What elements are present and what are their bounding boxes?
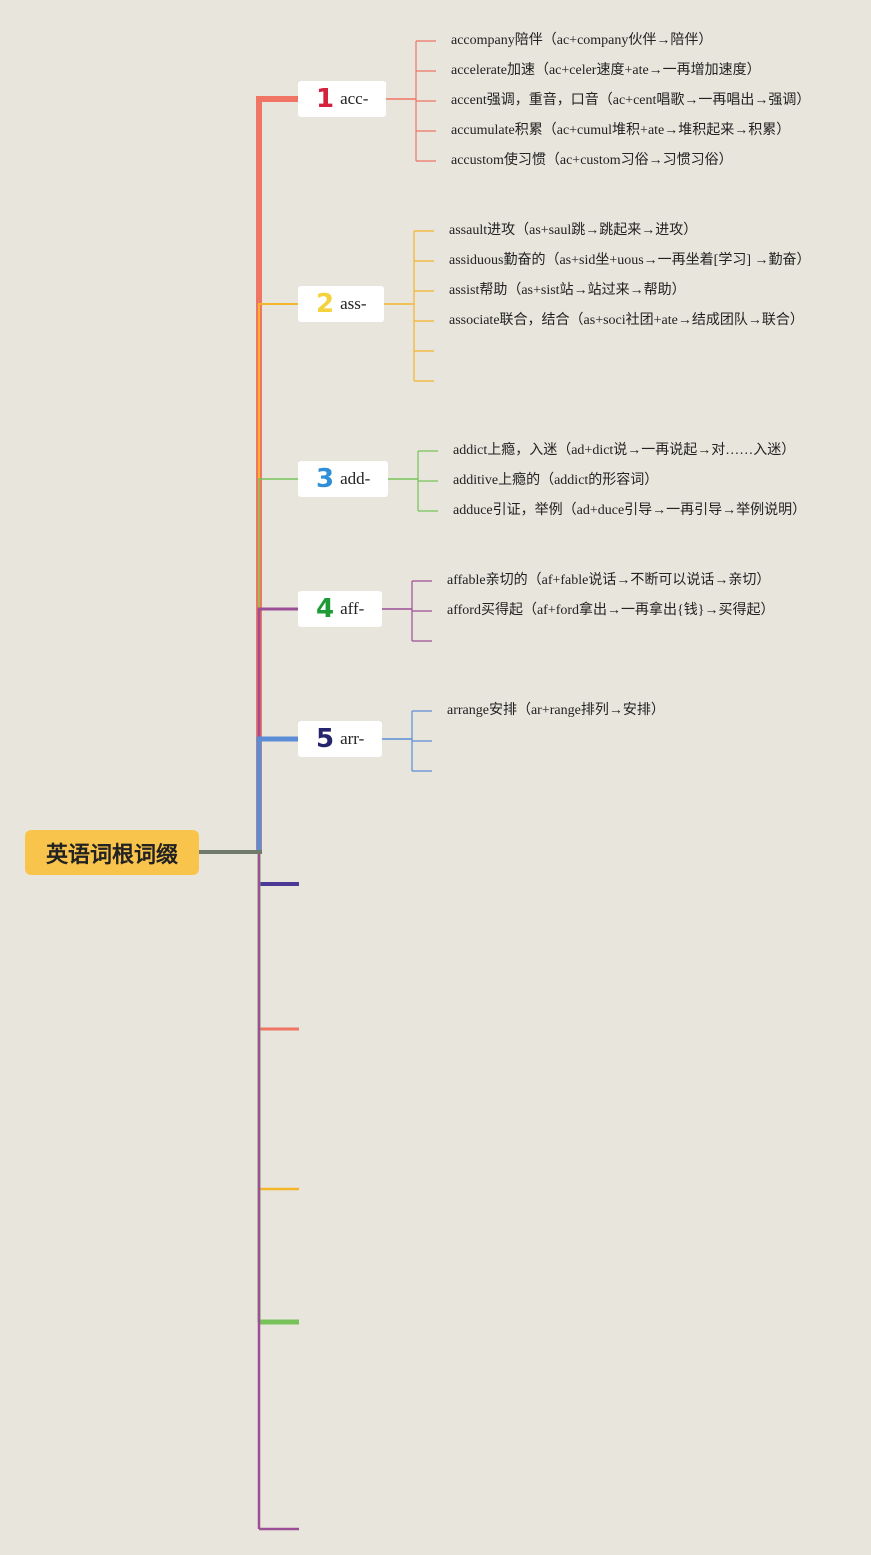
branch-node-acc[interactable]: 1 acc- — [298, 81, 386, 117]
leaf-item[interactable]: additive上瘾的（addict的形容词） — [453, 473, 659, 488]
branch-node-arr[interactable]: 5 arr- — [298, 721, 382, 757]
branch-label: arr- — [340, 729, 365, 748]
leaf-item[interactable]: arrange安排（ar+range排列→安排） — [447, 703, 665, 718]
leaf-item[interactable]: affable亲切的（af+fable说话→不断可以说话→亲切） — [447, 573, 771, 588]
root-topic-label: 英语词根词缀 — [45, 842, 178, 868]
branch-label: ass- — [340, 294, 367, 313]
branch-label: acc- — [340, 89, 369, 108]
branch-number: 3 — [316, 464, 335, 494]
leaf-item[interactable]: accelerate加速（ac+celer速度+ate→一再增加速度） — [451, 63, 761, 78]
branch-number: 1 — [316, 84, 335, 114]
leaf-item[interactable]: afford买得起（af+ford拿出→一再拿出{钱}→买得起） — [447, 603, 775, 618]
branch-number: 5 — [316, 724, 335, 754]
leaf-item[interactable]: accumulate积累（ac+cumul堆积+ate→堆积起来→积累） — [451, 123, 791, 138]
branch-number: 2 — [316, 289, 335, 319]
branch-label: add- — [340, 469, 371, 488]
branch-node-aff[interactable]: 4 aff- — [298, 591, 382, 627]
leaf-item[interactable]: assault进攻（as+saul跳→跳起来→进攻） — [449, 223, 698, 238]
branch-label: aff- — [340, 599, 365, 618]
branch-node-ass[interactable]: 2 ass- — [298, 286, 384, 322]
leaf-item[interactable]: associate联合，结合（as+soci社团+ate→结成团队→联合） — [449, 313, 804, 328]
leaf-item[interactable]: addict上瘾，入迷（ad+dict说→一再说起→对……入迷） — [453, 443, 796, 458]
leaf-item[interactable]: assist帮助（as+sist站→站过来→帮助） — [449, 283, 686, 298]
leaf-item[interactable]: assiduous勤奋的（as+sid坐+uous→一再坐着[学习] →勤奋） — [449, 253, 811, 268]
branch-node-add[interactable]: 3 add- — [298, 461, 388, 497]
branch-number: 4 — [316, 594, 335, 624]
leaf-item[interactable]: accent强调，重音，口音（ac+cent唱歌→一再唱出→强调） — [451, 93, 811, 108]
leaf-item[interactable]: accompany陪伴（ac+company伙伴→陪伴） — [451, 33, 713, 48]
leaf-item[interactable]: accustom使习惯（ac+custom习俗→习惯习俗） — [451, 153, 733, 168]
root-topic[interactable]: 英语词根词缀 — [25, 830, 199, 875]
leaf-item[interactable]: adduce引证，举例（ad+duce引导→一再引导→举例说明） — [453, 503, 807, 518]
